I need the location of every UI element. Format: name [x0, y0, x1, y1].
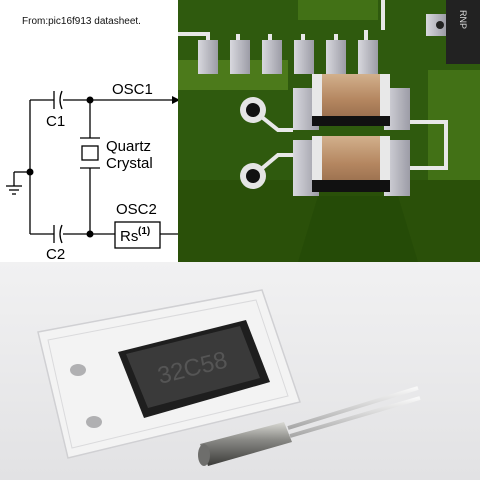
pcb-drawing: RNP [178, 0, 480, 262]
crystal-photo: 32C58 [0, 262, 480, 480]
osc2-label: OSC2 [116, 201, 157, 218]
chip-via [436, 21, 444, 29]
tape-hole-2 [86, 416, 102, 428]
c2-label: C2 [46, 246, 65, 262]
smd-crystal: 32C58 [118, 320, 270, 418]
rs-resistor [114, 221, 161, 249]
osc1-arrow [172, 96, 180, 104]
cylinder-crystal [198, 386, 421, 466]
osc1-label: OSC1 [112, 81, 153, 98]
smd-capacitor-bottom [312, 136, 390, 192]
oscillator-schematic: From:pic16f913 datasheet. [0, 0, 180, 263]
schematic-drawing: OSC1 C1 Quartz Crystal OSC2 Rs (1) C2 [6, 81, 180, 263]
c1-plate-right [59, 90, 63, 110]
pad-row [198, 40, 378, 74]
junction-top [86, 96, 94, 104]
rs-note: (1) [138, 226, 150, 237]
copper-area-4 [298, 0, 378, 20]
rs-label: Rs [120, 228, 138, 245]
junction-ground [26, 168, 34, 176]
lead-2 [289, 396, 421, 438]
smd-capacitor-top [312, 74, 390, 126]
source-note: From:pic16f913 datasheet. [22, 16, 141, 27]
chip [446, 0, 480, 64]
crystal-label: Crystal [106, 155, 153, 172]
photo-drawing: 32C58 [0, 262, 480, 480]
tape-hole-1 [70, 364, 86, 376]
crystal-body [81, 145, 99, 161]
chip-marking: RNP [458, 10, 468, 29]
junction-bottom [86, 230, 94, 238]
copper-area-3 [428, 70, 480, 180]
lead-1 [287, 386, 419, 430]
c2-plate-right [59, 224, 63, 244]
quartz-label: Quartz [106, 138, 151, 155]
pcb-render: RNP [178, 0, 480, 262]
c1-label: C1 [46, 113, 65, 130]
